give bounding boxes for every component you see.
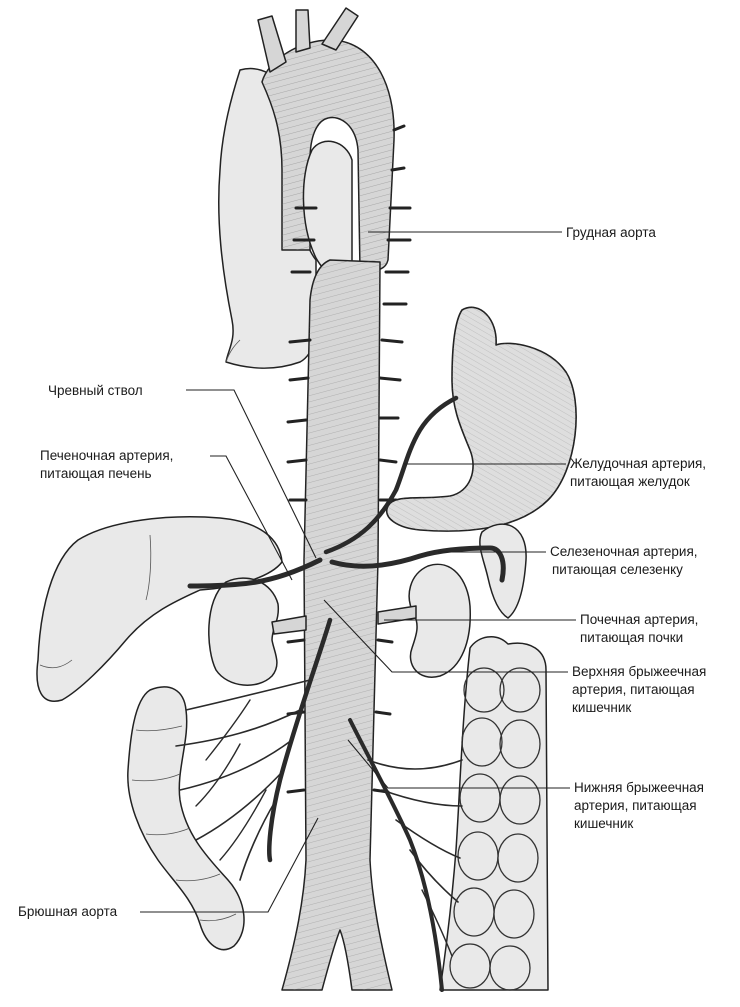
left-carotid-artery [296,10,310,52]
label-abdominal-aorta: Брюшная аорта [18,904,118,919]
label-renal-artery: Почечная артерия, питающая почки [580,612,702,645]
label-hepatic-artery: Печеночная артерия, питающая печень [40,448,177,481]
left-subclavian-artery [322,8,358,50]
descending-colon [440,637,548,990]
label-splenic-artery: Селезеночная артерия, питающая селезенку [550,544,701,577]
label-celiac-trunk: Чревный ствол [48,383,143,398]
label-superior-mesenteric-artery: Верхняя брыжеечная артерия, питающая киш… [572,664,710,715]
left-renal-artery [378,606,416,624]
brachiocephalic-artery [258,16,286,72]
ascending-colon [128,687,244,950]
label-inferior-mesenteric-artery: Нижняя брыжеечная артерия, питающая кише… [574,780,708,831]
right-kidney [209,578,279,685]
label-thoracic-aorta: Грудная аорта [566,225,656,240]
label-gastric-artery: Желудочная артерия, питающая желудок [570,456,710,489]
left-kidney [409,564,470,677]
